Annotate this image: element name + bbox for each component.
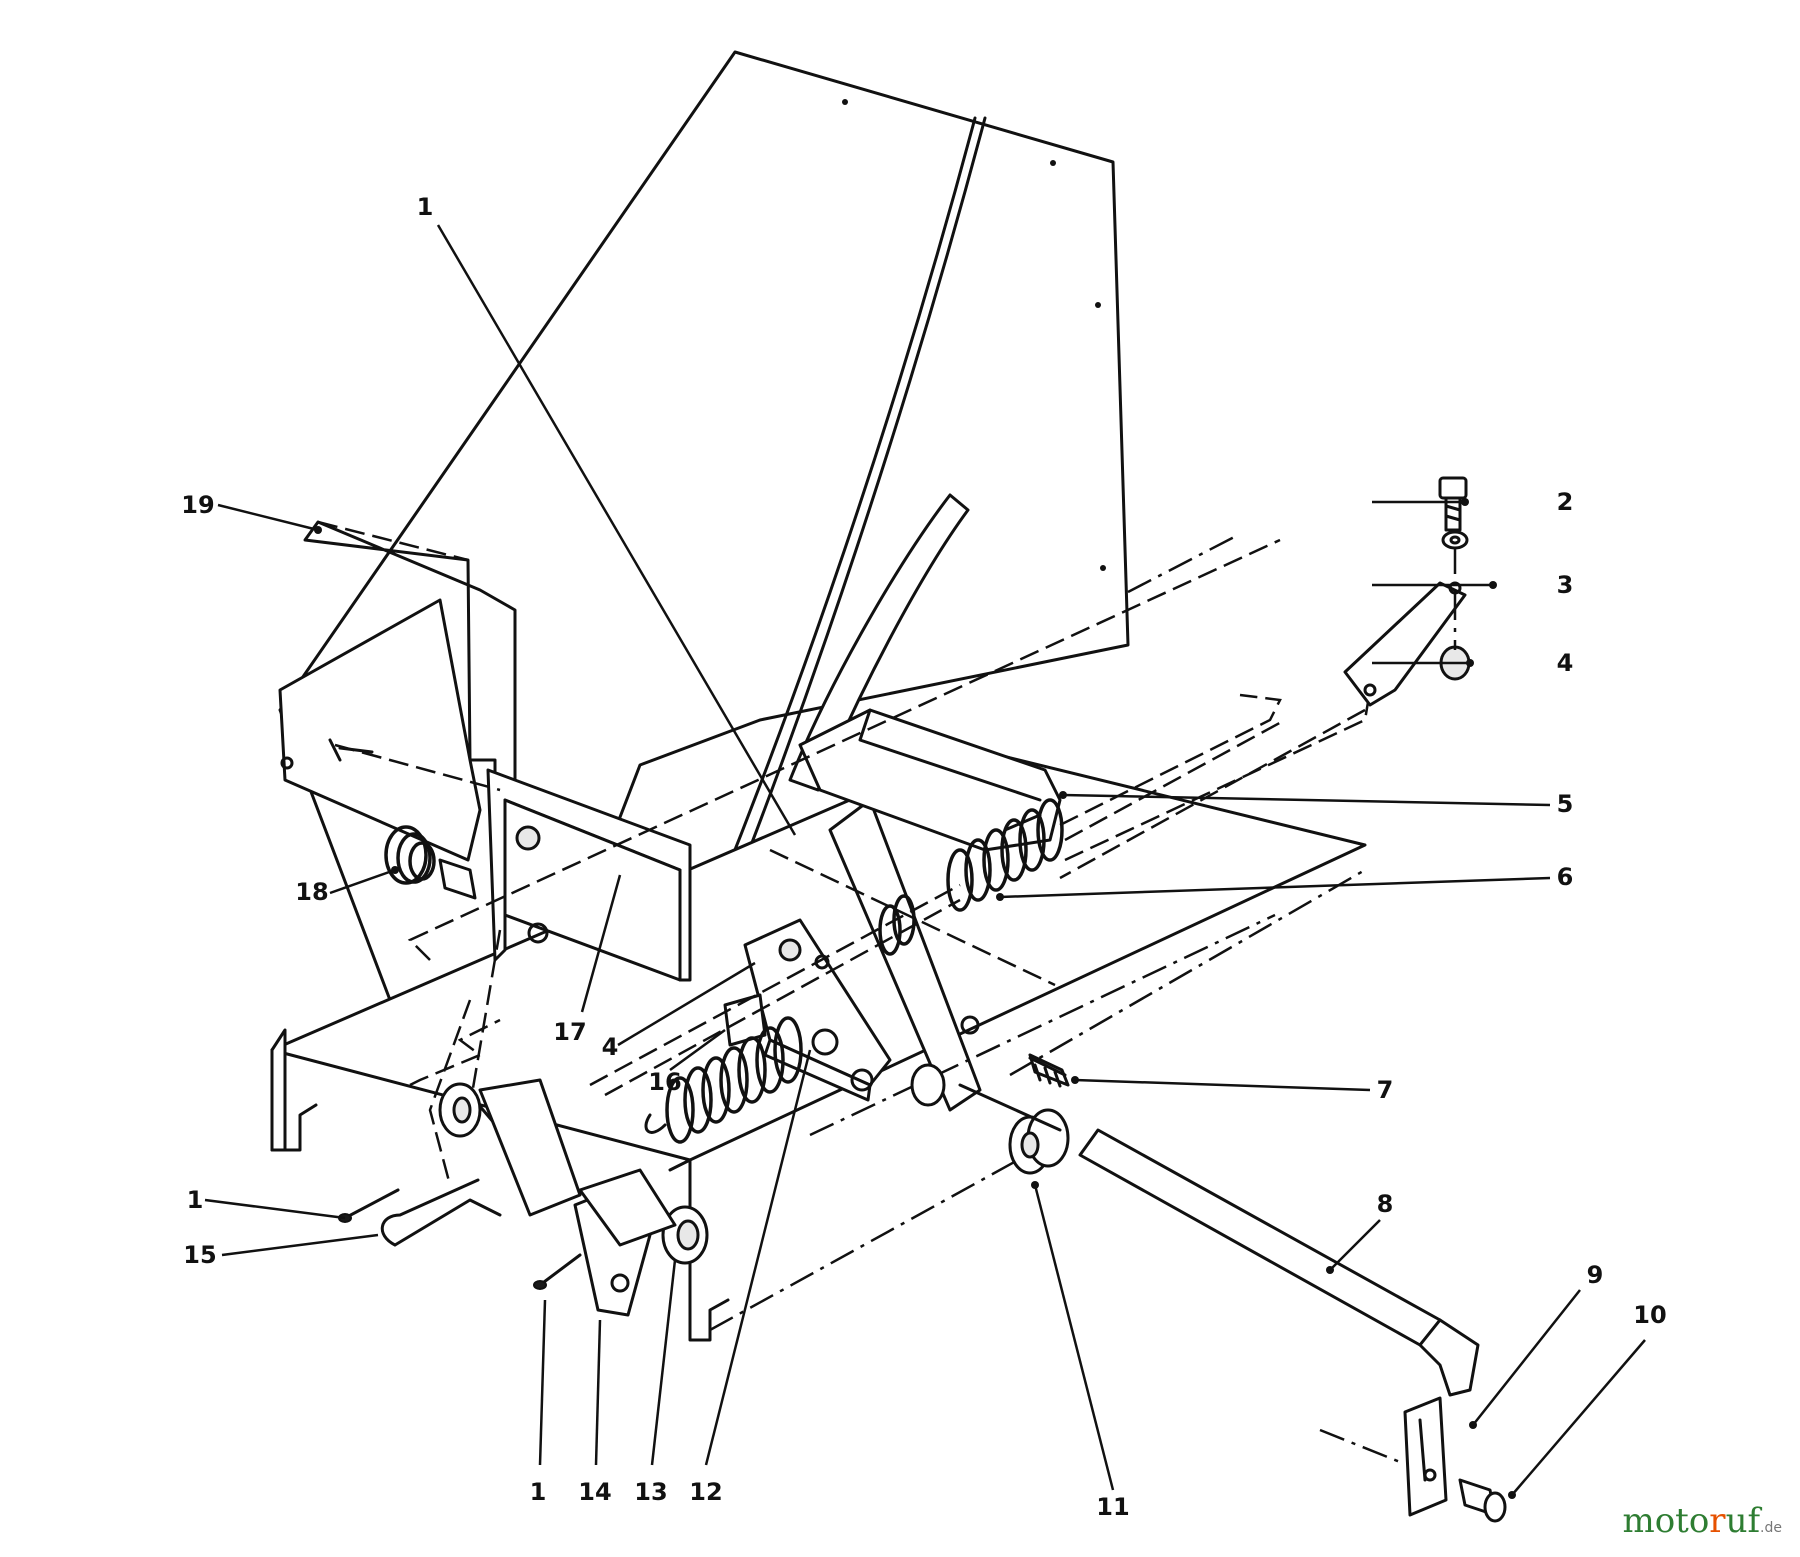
- callout-1-top: 1: [417, 193, 434, 221]
- torsion-spring-18: [328, 738, 501, 900]
- callout-19: 19: [181, 491, 214, 519]
- cotter-pin-1b: [533, 1253, 582, 1290]
- callout-labels: 1 1 1 2 3 4 4 5 6 7 8 9 10 11 12 13 14 1…: [181, 193, 1666, 1521]
- watermark-part-b: r: [1709, 1501, 1726, 1541]
- callout-4-right: 4: [1557, 649, 1574, 677]
- callout-11: 11: [1096, 1493, 1129, 1521]
- callout-3: 3: [1557, 571, 1574, 599]
- callout-18: 18: [295, 878, 328, 906]
- clamp-plate-9: [1319, 1396, 1448, 1517]
- left-seat-bracket: [278, 520, 517, 862]
- callout-12: 12: [689, 1478, 722, 1506]
- callout-9: 9: [1587, 1261, 1604, 1289]
- shaft-8: [910, 1063, 1480, 1397]
- callout-1-bottom: 1: [530, 1478, 547, 1506]
- watermark-logo: motoruf.de: [1622, 1501, 1782, 1541]
- pivot-plate: [486, 768, 692, 982]
- pivot-arm-14: [478, 1078, 677, 1317]
- callout-10: 10: [1633, 1301, 1666, 1329]
- watermark-part-c: uf: [1725, 1501, 1761, 1541]
- extension-spring-16: [644, 1016, 803, 1144]
- watermark-part-a: moto: [1622, 1501, 1710, 1541]
- callout-15: 15: [183, 1241, 216, 1269]
- leader-dots: [314, 498, 1516, 1499]
- bolt-7: [1028, 1053, 1070, 1088]
- callout-7: 7: [1377, 1076, 1394, 1104]
- hairpin-15: [381, 1178, 502, 1247]
- bolt-2: [1438, 476, 1468, 532]
- callout-4-left: 4: [602, 1033, 619, 1061]
- handle-grip: [798, 708, 1062, 852]
- leader-lines: [204, 224, 1646, 1496]
- watermark-tld: .de: [1760, 1520, 1782, 1536]
- callout-1-left: 1: [187, 1186, 204, 1214]
- callout-2: 2: [1557, 488, 1574, 516]
- callout-14: 14: [578, 1478, 611, 1506]
- bolt-10: [1458, 1478, 1507, 1523]
- callout-6: 6: [1557, 863, 1574, 891]
- callout-8: 8: [1377, 1190, 1394, 1218]
- hinge-bracket-3: [1343, 581, 1467, 707]
- washer: [1441, 530, 1469, 550]
- callout-16: 16: [648, 1068, 681, 1096]
- callout-13: 13: [634, 1478, 667, 1506]
- lift-lever: [788, 493, 982, 1112]
- extension-spring-6: [878, 798, 1064, 956]
- callout-17: 17: [553, 1018, 586, 1046]
- callout-5: 5: [1557, 790, 1574, 818]
